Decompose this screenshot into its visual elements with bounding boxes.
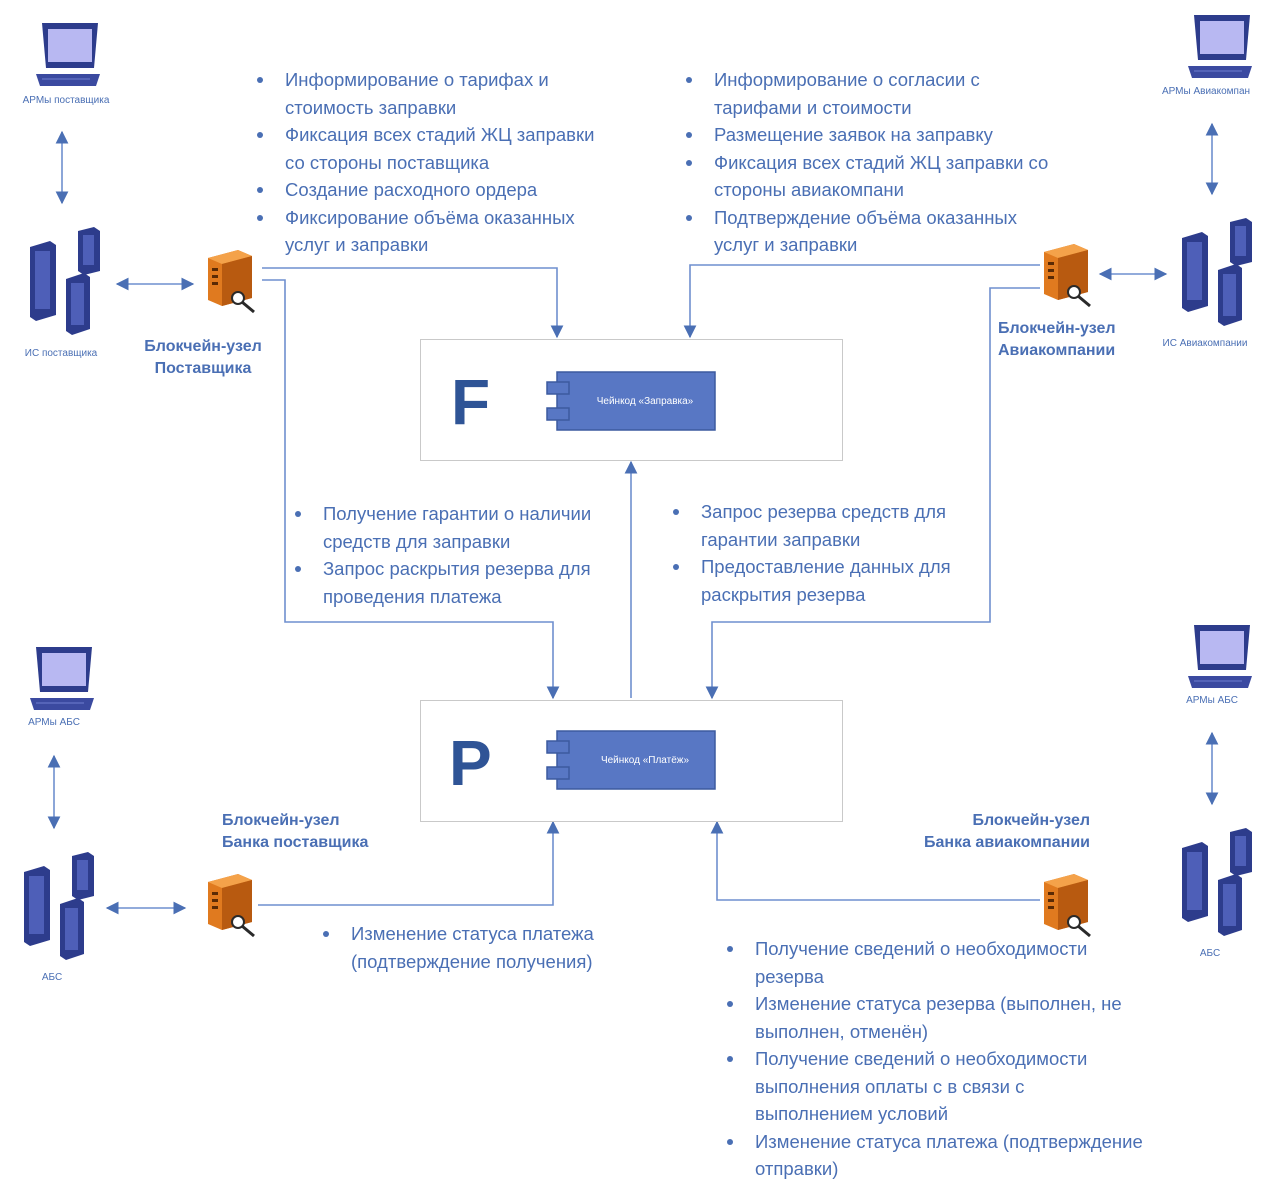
- supplier-bank-notes: Изменение статуса платежа (подтверждение…: [319, 920, 639, 975]
- supplier-bank-node-server-icon: [208, 874, 255, 938]
- airline-node-server-icon: [1044, 244, 1091, 308]
- note-item: Получение сведений о необходимости резер…: [723, 935, 1143, 990]
- abs-left-servers-icon: [24, 852, 94, 960]
- airline-bank-node-server-icon: [1044, 874, 1091, 938]
- supplier-middle-notes: Получение гарантии о наличии средств для…: [291, 500, 625, 610]
- airline-node-label: Блокчейн-узел Авиакомпании: [998, 318, 1158, 362]
- airline-arm-monitor-icon: [1188, 15, 1252, 78]
- note-item: Изменение статуса резерва (выполнен, не …: [723, 990, 1143, 1045]
- airline-bank-to-payment-line: [710, 820, 1040, 901]
- fuel-chaincode-label: Чейнкод «Заправка»: [597, 396, 694, 407]
- supplier-to-fuel-line: [262, 267, 564, 339]
- supplier-bank-to-payment-line: [258, 820, 560, 906]
- fuel-chaincode-component: Чейнкод «Заправка»: [546, 371, 716, 431]
- supplier-bank-node-label-line1: Блокчейн-узел: [222, 812, 340, 829]
- supplier-is-label: ИС поставщика: [24, 348, 98, 359]
- abs-left-arm-label: АРМы АБС: [28, 717, 80, 728]
- airline-to-fuel-line: [683, 264, 1040, 339]
- airline-top-notes: Информирование о согласии с тарифами и с…: [682, 66, 1067, 259]
- note-item: Запрос раскрытия резерва для проведения …: [291, 555, 625, 610]
- supplier-arm-monitor-icon: [36, 23, 100, 86]
- payment-chaincode-component: Чейнкод «Платёж»: [546, 730, 716, 790]
- supplier-is-servers-icon: [30, 227, 100, 335]
- note-item: Предоставление данных для раскрытия резе…: [669, 553, 999, 608]
- abs-right-servers-icon: [1182, 828, 1252, 936]
- supplier-node-label-line2: Поставщика: [154, 360, 252, 377]
- airline-node-label-line2: Авиакомпании: [998, 342, 1116, 359]
- note-item: Фиксация всех стадий ЖЦ заправки со стор…: [682, 149, 1067, 204]
- note-item: Получение сведений о необходимости выпол…: [723, 1045, 1143, 1128]
- abs-right-arm-label: АРМы АБС: [1186, 695, 1238, 706]
- abs-left-label: АБС: [41, 972, 63, 983]
- airline-is-servers-icon: [1182, 218, 1252, 326]
- payment-chaincode-label: Чейнкод «Платёж»: [601, 755, 690, 766]
- fuel-contract-box: F Чейнкод «Заправка»: [420, 339, 843, 461]
- supplier-bank-node-label: Блокчейн-узел Банка поставщика: [222, 810, 422, 854]
- airline-bank-node-label-line1: Блокчейн-узел: [972, 812, 1090, 829]
- airline-middle-notes: Запрос резерва средств для гарантии запр…: [669, 498, 999, 608]
- note-item: Фиксирование объёма оказанных услуг и за…: [253, 204, 613, 259]
- abs-right-label: АБС: [1199, 948, 1221, 959]
- note-item: Создание расходного ордера: [253, 176, 613, 204]
- supplier-node-server-icon: [208, 250, 255, 314]
- airline-bank-notes: Получение сведений о необходимости резер…: [723, 935, 1143, 1183]
- note-item: Получение гарантии о наличии средств для…: [291, 500, 625, 555]
- supplier-arm-label: АРМы поставщика: [22, 95, 110, 106]
- note-item: Информирование о согласии с тарифами и с…: [682, 66, 1067, 121]
- airline-arm-label: АРМы Авиакомпан: [1161, 86, 1251, 97]
- abs-left-arm-monitor-icon: [30, 647, 94, 710]
- note-item: Информирование о тарифах и стоимость зап…: [253, 66, 613, 121]
- note-item: Запрос резерва средств для гарантии запр…: [669, 498, 999, 553]
- supplier-node-label: Блокчейн-узел Поставщика: [118, 336, 288, 380]
- airline-bank-node-label-line2: Банка авиакомпании: [924, 834, 1090, 851]
- supplier-top-notes: Информирование о тарифах и стоимость зап…: [253, 66, 613, 259]
- supplier-bank-node-label-line2: Банка поставщика: [222, 834, 369, 851]
- note-item: Фиксация всех стадий ЖЦ заправки со стор…: [253, 121, 613, 176]
- supplier-to-payment-line: [262, 279, 560, 700]
- payment-contract-letter: P: [449, 727, 492, 799]
- abs-right-arm-monitor-icon: [1188, 625, 1252, 688]
- note-item: Размещение заявок на заправку: [682, 121, 1067, 149]
- supplier-node-label-line1: Блокчейн-узел: [144, 338, 262, 355]
- note-item: Изменение статуса платежа (подтверждение…: [723, 1128, 1143, 1183]
- payment-contract-box: P Чейнкод «Платёж»: [420, 700, 843, 822]
- note-item: Изменение статуса платежа (подтверждение…: [319, 920, 639, 975]
- note-item: Подтверждение объёма оказанных услуг и з…: [682, 204, 1067, 259]
- airline-bank-node-label: Блокчейн-узел Банка авиакомпании: [880, 810, 1090, 854]
- airline-to-payment-line: [705, 287, 1040, 700]
- fuel-contract-letter: F: [451, 366, 491, 438]
- airline-is-label: ИС Авиакомпании: [1162, 338, 1248, 349]
- airline-node-label-line1: Блокчейн-узел: [998, 320, 1116, 337]
